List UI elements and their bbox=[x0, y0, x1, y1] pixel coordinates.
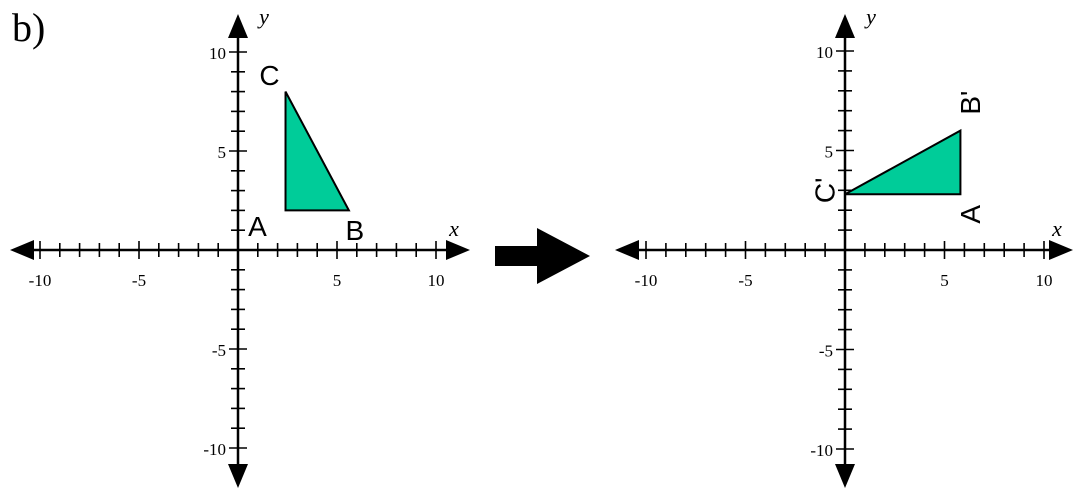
x-tick-label: 10 bbox=[428, 271, 445, 290]
coordinate-grid-original: -10 -5 5 10 10 5 -5 -10 x yA B C bbox=[10, 4, 470, 488]
y-axis-label: y bbox=[257, 4, 269, 29]
x-axis-label: x bbox=[1051, 216, 1062, 241]
vertex-label-c: C' bbox=[809, 177, 840, 203]
coordinate-grid-image: -10 -5 5 10 10 5 -5 -10 x yA B' C' bbox=[615, 4, 1073, 488]
y-tick-label: 10 bbox=[816, 43, 833, 62]
x-axis-left-arrow-icon bbox=[10, 240, 34, 260]
vertex-label-b: B bbox=[346, 215, 365, 246]
x-tick-label: 5 bbox=[940, 271, 949, 290]
x-tick-label: 5 bbox=[333, 271, 342, 290]
y-axis-up-arrow-icon bbox=[228, 14, 248, 38]
vertex-label-b: B' bbox=[955, 91, 986, 115]
vertex-label-c: C bbox=[259, 60, 279, 91]
x-axis-right-arrow-icon bbox=[1049, 240, 1073, 260]
right-arrow-icon bbox=[495, 228, 590, 284]
y-tick-label: -5 bbox=[819, 342, 833, 361]
x-tick-label: -5 bbox=[132, 271, 146, 290]
x-tick-label: -10 bbox=[635, 271, 658, 290]
x-tick-label: -10 bbox=[29, 271, 52, 290]
x-tick-label: -5 bbox=[738, 271, 752, 290]
part-label: b) bbox=[12, 5, 46, 50]
vertex-label-a: A bbox=[248, 211, 267, 242]
triangle-original bbox=[284, 91, 351, 212]
y-axis-down-arrow-icon bbox=[835, 464, 855, 488]
y-tick-label: 5 bbox=[825, 143, 834, 162]
x-axis-right-arrow-icon bbox=[446, 240, 470, 260]
y-axis-label: y bbox=[864, 4, 876, 29]
y-tick-label: -10 bbox=[203, 440, 226, 459]
vertex-label-a: A bbox=[955, 205, 986, 224]
y-axis-up-arrow-icon bbox=[835, 14, 855, 38]
x-axis-left-arrow-icon bbox=[615, 240, 639, 260]
y-tick-label: -5 bbox=[212, 341, 226, 360]
y-tick-label: 10 bbox=[209, 44, 226, 63]
triangle-image bbox=[844, 128, 962, 196]
y-axis-down-arrow-icon bbox=[228, 464, 248, 488]
y-tick-label: -10 bbox=[810, 441, 833, 460]
y-tick-label: 5 bbox=[218, 143, 227, 162]
x-tick-label: 10 bbox=[1036, 271, 1053, 290]
x-axis-label: x bbox=[448, 216, 459, 241]
